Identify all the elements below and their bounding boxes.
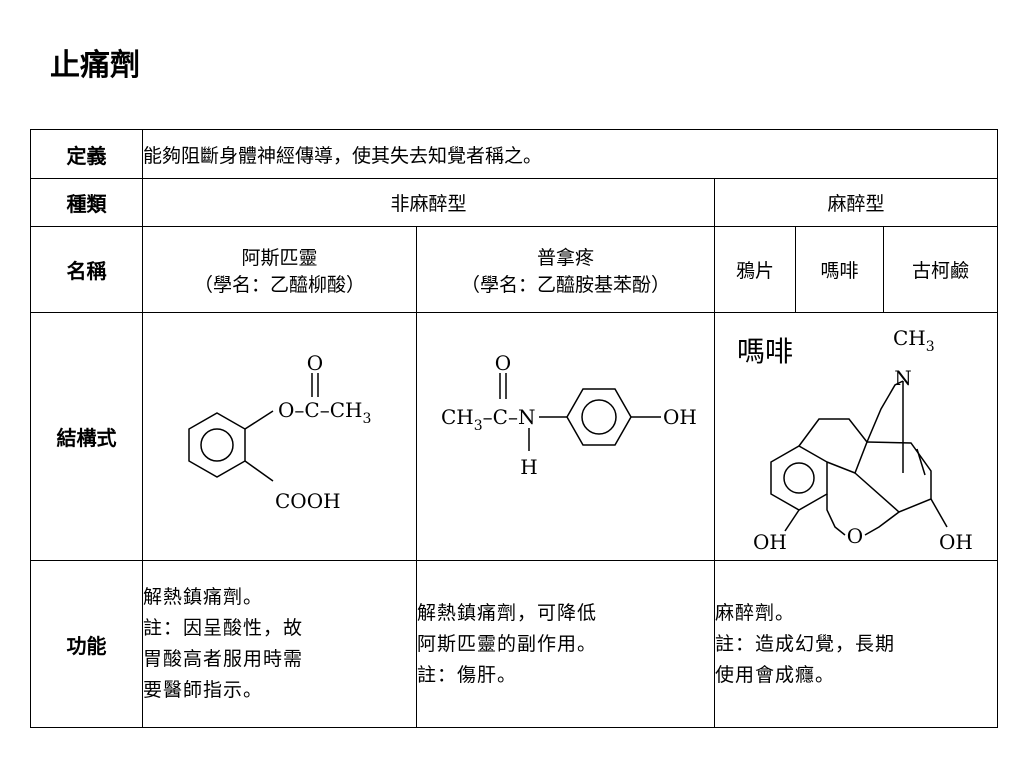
function-acetaminophen-line-3: 註：傷肝。 — [417, 663, 518, 686]
function-aspirin-line-2: 註：因呈酸性，故 — [143, 617, 304, 639]
types-row: 種類 非麻醉型 麻醉型 — [30, 178, 999, 227]
aspirin-carboxyl-group: COOH — [275, 489, 341, 513]
aspirin-structure: O O–C–CH3 COOH — [188, 351, 371, 513]
acetaminophen-amine-h: H — [520, 455, 537, 479]
carboxyl-bond — [244, 460, 274, 482]
acetaminophen-amide-group: CH3–C–N — [441, 405, 535, 434]
morphine-hydroxyl-left: OH — [753, 530, 787, 554]
type-non-narcotic: 非麻醉型 — [142, 178, 715, 227]
function-acetaminophen-line-2: 阿斯匹靈的副作用。 — [417, 632, 598, 655]
function-label: 功能 — [30, 560, 143, 728]
name-aspirin: 阿斯匹靈 — [241, 246, 318, 269]
morphine-ether-oxygen: O — [847, 524, 863, 548]
name-opium: 鴉片 — [714, 226, 796, 313]
alcohol-bond — [930, 498, 948, 528]
aspirin-carbonyl-oxygen: O — [307, 351, 323, 375]
function-acetaminophen-line-1: 解熱鎮痛劑，可降低 — [417, 601, 598, 624]
function-narcotic-line-2: 註：造成幻覺，長期 — [715, 632, 896, 655]
nitrogen-chain — [866, 380, 904, 443]
morphine-structure-caption: 嗎啡 — [737, 335, 793, 368]
aromatic-circle — [200, 428, 234, 462]
morphine-methyl: CH3 — [893, 326, 935, 355]
phenol-bond — [784, 509, 800, 532]
function-aspirin-line-1: 解熱鎮痛劑。 — [143, 586, 264, 608]
function-aspirin: 解熱鎮痛劑。 註：因呈酸性，故 胃酸高者服用時需 要醫師指示。 — [142, 560, 417, 728]
ether-right — [864, 511, 900, 536]
function-narcotic: 麻醉劑。 註：造成幻覺，長期 使用會成癮。 — [713, 560, 999, 728]
definition-row: 定義 能夠阻斷身體神經傳導，使其失去知覺者稱之。 — [30, 129, 999, 179]
name-morphine: 嗎啡 — [795, 226, 884, 313]
definition-text: 能夠阻斷身體神經傳導，使其失去知覺者稱之。 — [141, 129, 999, 179]
ether-left — [826, 494, 846, 536]
name-codeine: 古柯鹼 — [882, 226, 999, 313]
scientific-name-acetaminophen: （學名：乙醯胺基苯酚） — [460, 273, 670, 296]
morphine-nitrogen: N — [894, 366, 912, 390]
function-row: 功能 解熱鎮痛劑。 註：因呈酸性，故 胃酸高者服用時需 要醫師指示。 解熱鎮痛劑… — [30, 560, 999, 728]
structure-label: 結構式 — [30, 312, 143, 561]
function-narcotic-line-1: 麻醉劑。 — [715, 601, 796, 624]
acetaminophen-structure-cell: O CH3–C–N OH H — [416, 312, 715, 561]
alkene-bond — [916, 448, 926, 476]
ring-b — [798, 418, 868, 474]
morphine-structure: 嗎啡 CH3 N OH O OH — [737, 326, 973, 554]
ring-c — [854, 441, 932, 513]
morphine-hydroxyl-right: OH — [939, 530, 973, 554]
names-label: 名稱 — [30, 226, 143, 313]
names-row: 名稱 阿斯匹靈 （學名：乙醯柳酸） 普拿疼 （學名：乙醯胺基苯酚） 鴉片 嗎啡 … — [30, 226, 999, 313]
function-aspirin-line-3: 胃酸高者服用時需 — [143, 648, 304, 670]
analgesics-table: 定義 能夠阻斷身體神經傳導，使其失去知覺者稱之。 種類 非麻醉型 麻醉型 名稱 … — [30, 129, 999, 728]
function-aspirin-line-4: 要醫師指示。 — [143, 679, 264, 701]
aspirin-structure-cell: O O–C–CH3 COOH — [142, 312, 417, 561]
morphine-structure-cell: 嗎啡 CH3 N OH O OH — [713, 312, 999, 561]
benzene-ring — [188, 412, 246, 478]
acetaminophen-hydroxyl: OH — [663, 405, 697, 429]
page-title: 止痛劑 — [50, 48, 140, 83]
function-narcotic-line-3: 使用會成癮。 — [715, 663, 836, 686]
aromatic-circle — [783, 462, 815, 494]
name-acetaminophen: 普拿疼 — [536, 246, 594, 269]
scientific-name-aspirin: （學名：乙醯柳酸） — [193, 273, 365, 296]
name-acetaminophen-cell: 普拿疼 （學名：乙醯胺基苯酚） — [416, 226, 715, 313]
ester-bond — [244, 410, 274, 430]
aspirin-ester-group: O–C–CH3 — [278, 398, 371, 427]
aromatic-ring — [770, 445, 828, 511]
benzene-ring — [566, 388, 632, 446]
acetaminophen-structure: O CH3–C–N OH H — [441, 351, 697, 479]
aromatic-circle — [581, 399, 617, 435]
types-label: 種類 — [30, 178, 143, 227]
type-narcotic: 麻醉型 — [713, 178, 999, 227]
definition-label: 定義 — [30, 129, 143, 179]
function-acetaminophen: 解熱鎮痛劑，可降低 阿斯匹靈的副作用。 註：傷肝。 — [416, 560, 715, 728]
acetaminophen-carbonyl-oxygen: O — [495, 351, 511, 375]
name-aspirin-cell: 阿斯匹靈 （學名：乙醯柳酸） — [142, 226, 417, 313]
structure-row: 結構式 O O–C–CH3 COOH — [30, 312, 999, 561]
